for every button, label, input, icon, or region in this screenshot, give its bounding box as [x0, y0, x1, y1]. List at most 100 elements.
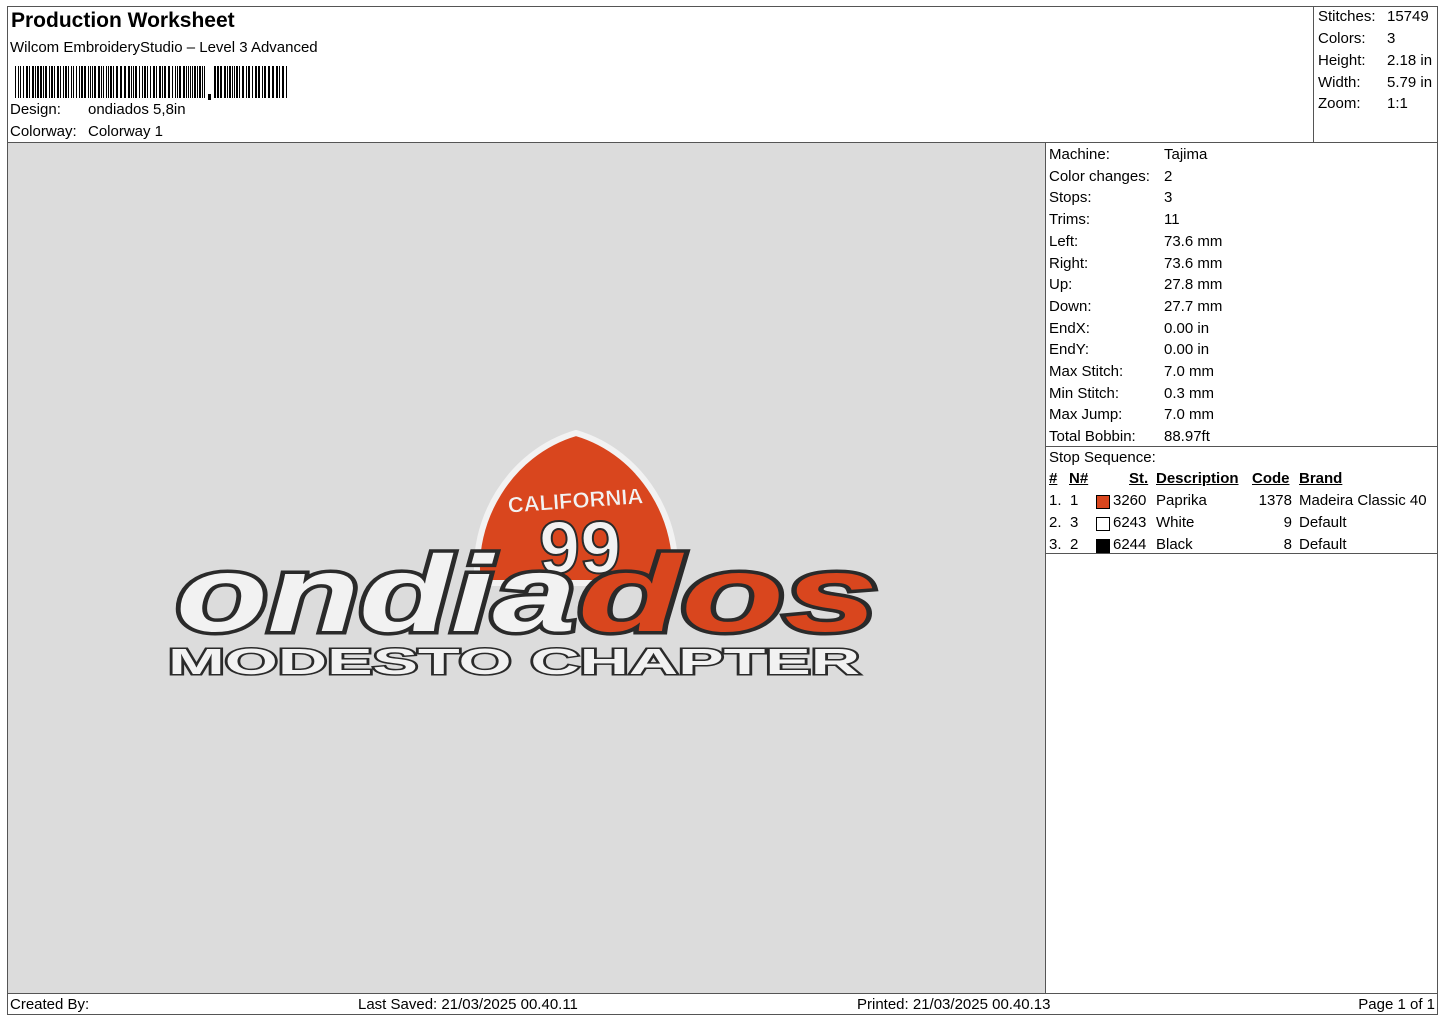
barcode-bar	[232, 66, 233, 98]
info-value: Tajima	[1164, 146, 1208, 163]
color-swatch	[1096, 495, 1110, 509]
barcode-bar	[202, 66, 203, 98]
barcode-bar	[279, 66, 280, 98]
barcode-bar	[120, 66, 122, 98]
info-value: 0.00 in	[1164, 319, 1210, 337]
barcode-bar	[188, 66, 189, 98]
barcode-bar	[76, 66, 77, 98]
barcode-bar	[286, 66, 287, 98]
barcode-bar	[51, 66, 53, 98]
barcode-bar	[268, 66, 270, 98]
barcode-bar	[248, 66, 250, 98]
info-value: 2	[1164, 167, 1173, 185]
barcode-bar	[246, 66, 247, 98]
row-brand: Default	[1299, 536, 1347, 553]
info-label: Stops:	[1049, 189, 1092, 207]
page-title: Production Worksheet	[11, 9, 235, 32]
barcode-bar	[276, 66, 278, 98]
stop-sequence-header: # N# St. Description Code Brand	[1049, 470, 1343, 487]
printed-date: Printed: 21/03/2025 00.40.13	[857, 996, 1051, 1013]
barcode-bar	[204, 66, 205, 98]
barcode-bar	[54, 66, 55, 98]
barcode-bar	[113, 66, 114, 98]
row-description: White	[1156, 514, 1195, 531]
row-description: Paprika	[1156, 492, 1207, 509]
row-code: 9	[1283, 514, 1292, 531]
barcode-bar	[229, 66, 231, 98]
barcode-bar	[150, 66, 151, 98]
embroidery-design: CALIFORNIA 99 ondia dos MODESTO CHAPTER	[167, 429, 882, 684]
barcode-bar	[84, 66, 86, 98]
barcode-bar	[15, 66, 16, 98]
barcode-bar	[43, 66, 44, 98]
barcode-bar	[255, 66, 257, 98]
info-value: 0.3 mm	[1164, 384, 1215, 402]
color-swatch	[1096, 517, 1110, 531]
barcode-bar	[133, 66, 134, 98]
barcode-bar	[258, 66, 260, 98]
info-label: EndX:	[1049, 319, 1090, 337]
barcode-bar	[183, 66, 185, 98]
stats-panel: Stitches:15749 Colors:3 Height:2.18 in W…	[1314, 6, 1438, 143]
barcode-bar	[116, 66, 118, 98]
barcode-bar	[32, 66, 34, 98]
row-index: 1.	[1049, 492, 1062, 509]
divider-top	[1046, 446, 1438, 447]
logo-tagline: MODESTO CHAPTER	[168, 641, 860, 682]
barcode-bar	[272, 66, 274, 98]
barcode-bar	[264, 66, 266, 98]
barcode-bar	[108, 66, 109, 98]
barcode-bar	[236, 66, 238, 98]
row-needle: 1	[1070, 492, 1079, 509]
info-label: EndY:	[1049, 341, 1090, 359]
divider-bottom	[1046, 553, 1438, 554]
barcode-bar	[242, 66, 244, 98]
barcode-bar	[37, 66, 39, 98]
barcode-bar	[92, 66, 93, 98]
info-label: Down:	[1049, 297, 1092, 315]
barcode-bar	[164, 66, 166, 98]
info-value: 0.00 in	[1164, 341, 1210, 359]
barcode-bar	[63, 66, 64, 98]
barcode-bar	[73, 66, 74, 98]
info-label: Min Stitch:	[1049, 384, 1120, 402]
barcode-icon	[15, 66, 287, 100]
design-field: Design:ondiados 5,8in	[10, 101, 186, 118]
info-label: Color changes:	[1049, 167, 1150, 185]
row-code: 1378	[1258, 492, 1292, 509]
barcode-bar	[217, 66, 219, 98]
barcode-bar	[124, 66, 126, 98]
info-label: Up:	[1049, 276, 1073, 294]
barcode-bar	[88, 66, 89, 98]
info-value: 7.0 mm	[1164, 406, 1215, 424]
row-index: 3.	[1049, 536, 1062, 553]
barcode-separator	[208, 94, 211, 100]
barcode-bar	[90, 66, 91, 98]
barcode-bar	[49, 66, 50, 98]
barcode-bar	[262, 66, 263, 98]
barcode-bar	[186, 66, 187, 98]
worksheet-footer: Created By: Last Saved: 21/03/2025 00.40…	[7, 993, 1438, 1015]
barcode-bar	[156, 66, 157, 98]
row-description: Black	[1156, 536, 1193, 553]
barcode-bar	[40, 66, 42, 98]
barcode-bar	[199, 66, 201, 98]
barcode-bar	[35, 66, 36, 98]
software-name: Wilcom EmbroideryStudio – Level 3 Advanc…	[10, 39, 318, 56]
info-label: Max Stitch:	[1049, 363, 1124, 380]
barcode-bar	[57, 66, 59, 98]
barcode-bar	[172, 66, 173, 98]
shield-shape	[474, 429, 678, 586]
barcode-bar	[94, 66, 96, 98]
barcode-bar	[81, 66, 83, 98]
page-number: Page 1 of 1	[1358, 996, 1435, 1013]
row-needle: 3	[1070, 514, 1079, 531]
barcode-bar	[18, 66, 19, 98]
barcode-bar	[197, 66, 198, 98]
barcode-bar	[98, 66, 100, 98]
barcode-bar	[194, 66, 196, 98]
barcode-bar	[224, 66, 226, 98]
info-label: Left:	[1049, 232, 1079, 250]
